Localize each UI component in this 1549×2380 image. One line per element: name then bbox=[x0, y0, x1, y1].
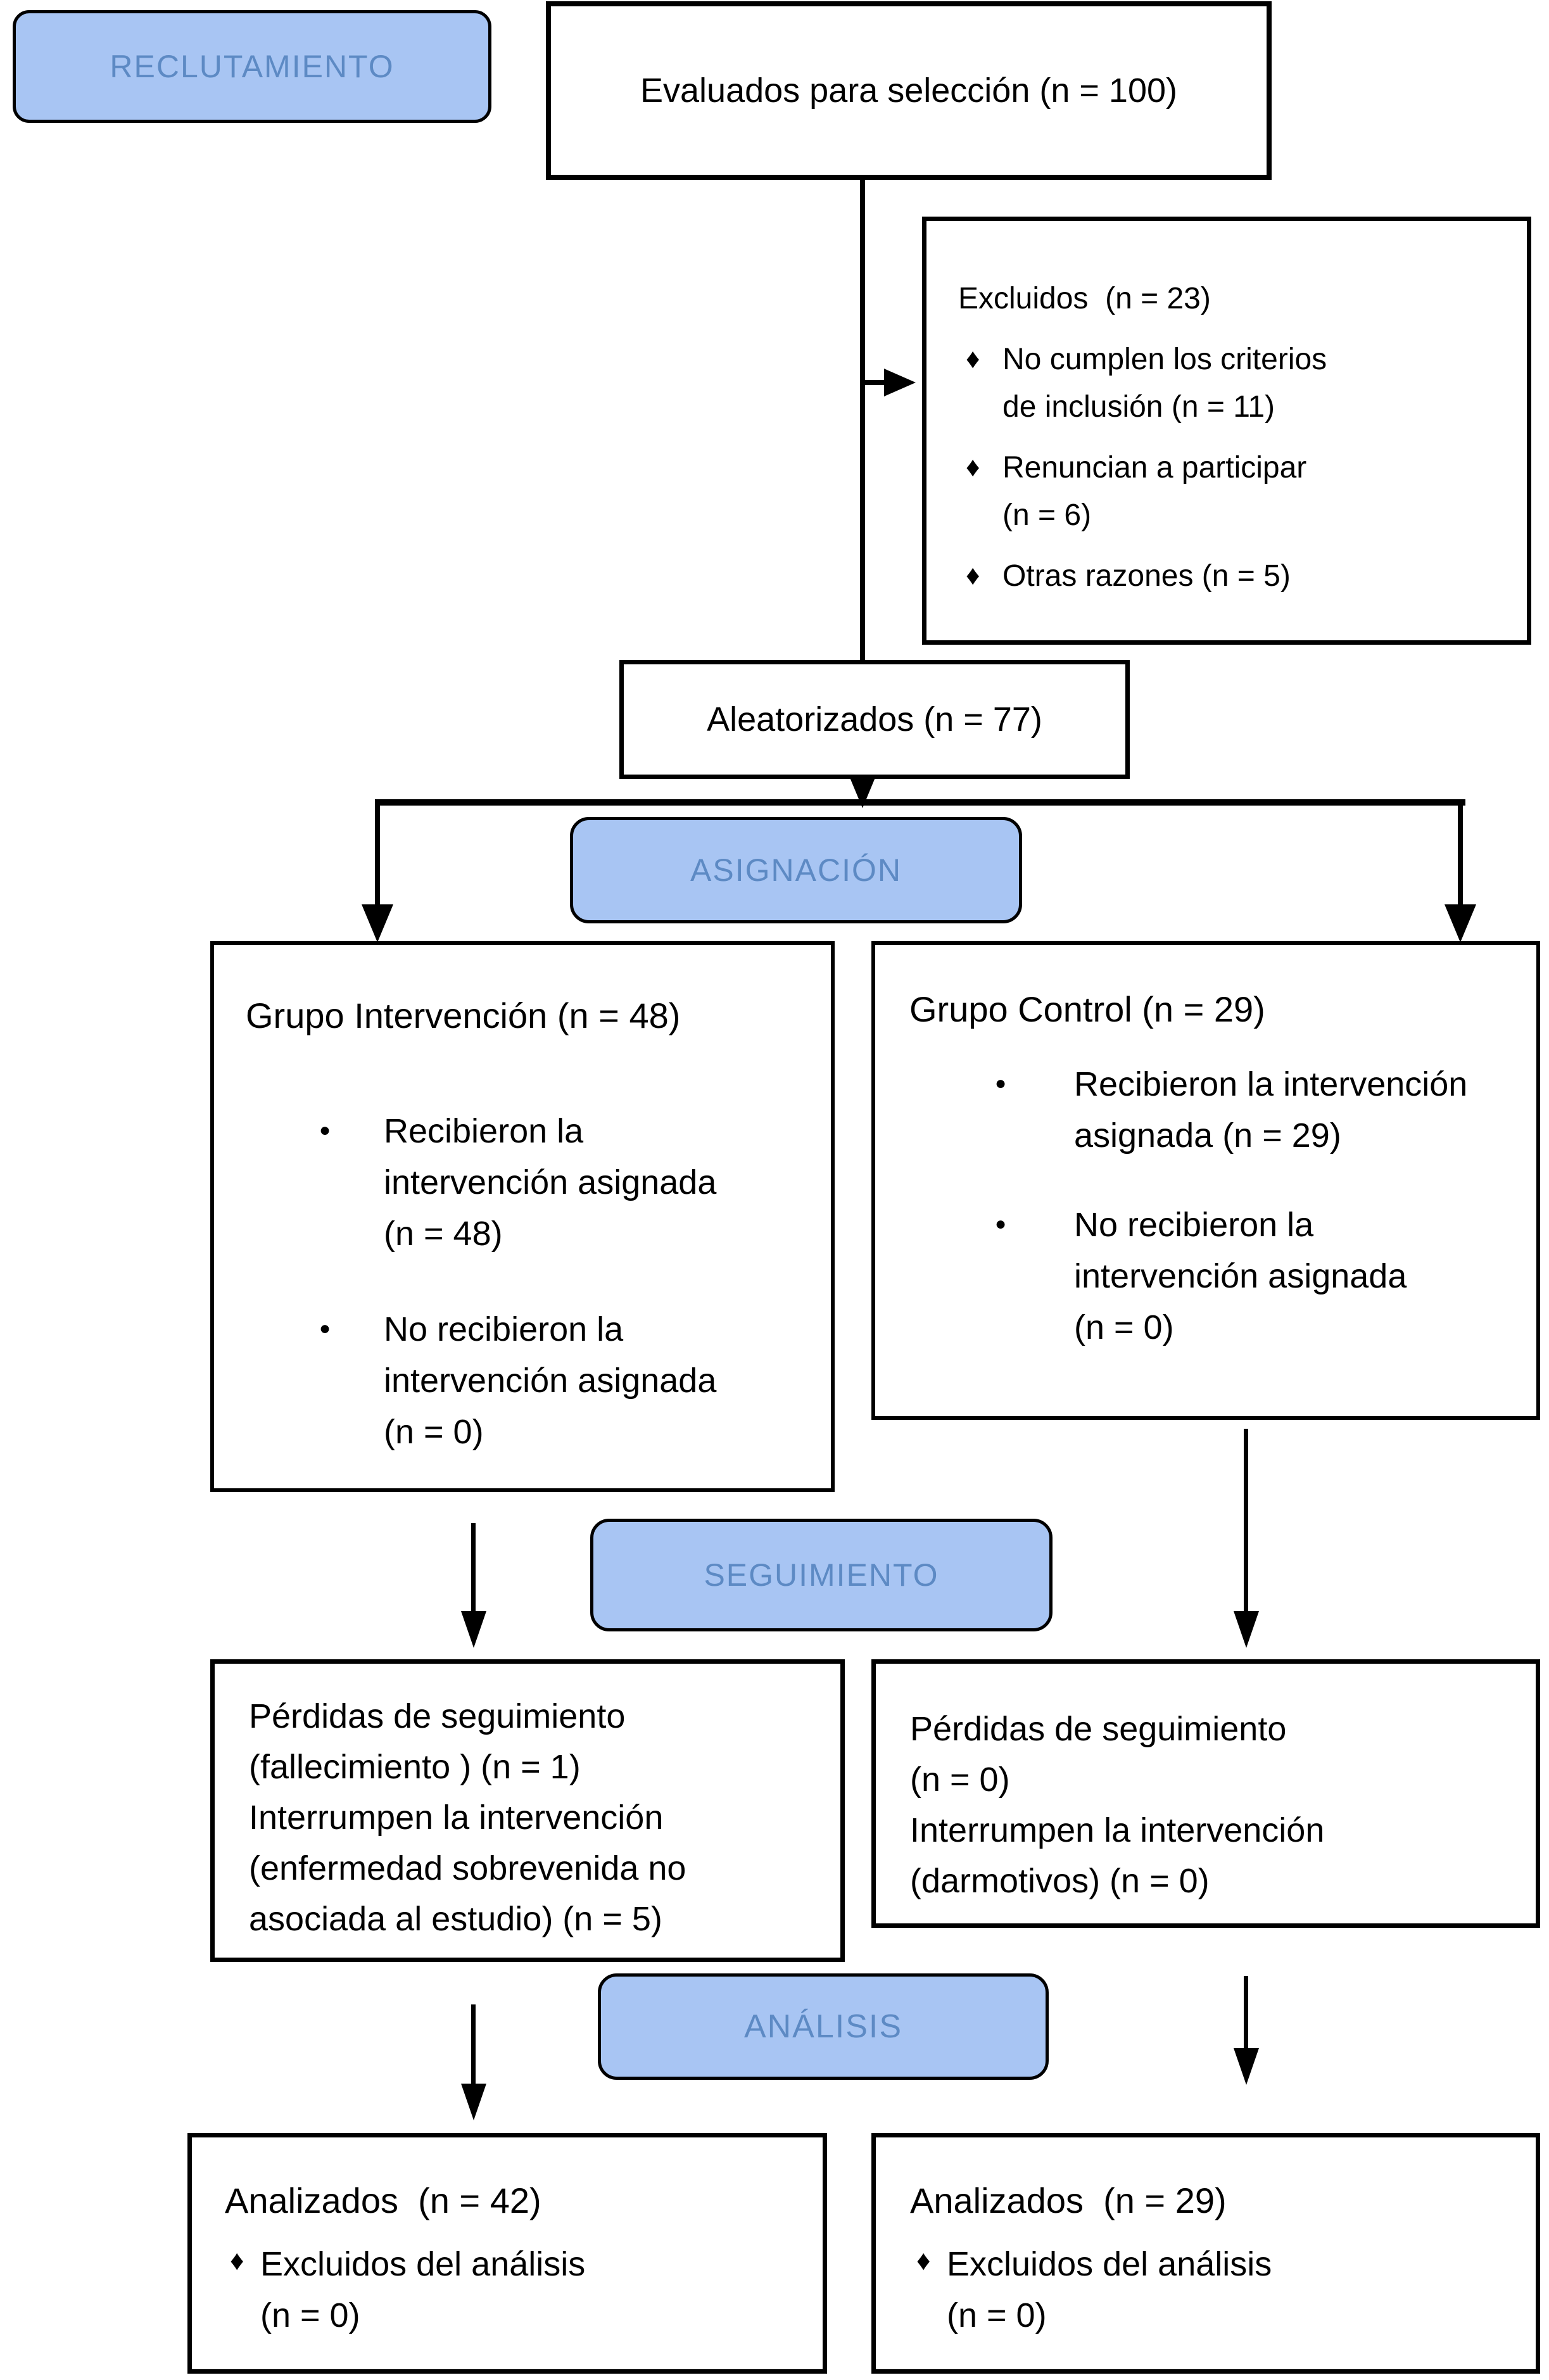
node-analyzed-control: Analizados (n = 29) ♦ Excluidos del análi… bbox=[871, 2133, 1540, 2374]
connector-branch-left-drop bbox=[375, 799, 380, 907]
arrowhead-analysis-left-icon bbox=[461, 2084, 486, 2120]
connector-followup-to-analysis-right bbox=[1244, 1976, 1248, 2049]
diamond-bullet-icon: ♦ bbox=[966, 343, 980, 375]
node-randomized-text: Aleatorizados (n = 77) bbox=[707, 700, 1042, 738]
list-item-text: Excluidos del análisis (n = 0) bbox=[260, 2245, 586, 2334]
stage-label-recruitment: RECLUTAMIENTO bbox=[13, 10, 491, 123]
node-excluded: Excluidos (n = 23) ♦ No cumplen los crite… bbox=[922, 217, 1531, 645]
node-followup-intervention-text: Pérdidas de seguimiento (fallecimiento )… bbox=[249, 1697, 686, 1938]
arrowhead-to-control-icon bbox=[1445, 904, 1476, 942]
control-items-list: ● Recibieron la intervención asignada (n … bbox=[909, 1059, 1517, 1353]
stage-label-analysis: ANÁLISIS bbox=[598, 1973, 1049, 2080]
node-assessed-text: Evaluados para selección (n = 100) bbox=[640, 71, 1178, 110]
node-control-group: Grupo Control (n = 29) ● Recibieron la in… bbox=[871, 941, 1540, 1420]
dot-bullet-icon: ● bbox=[995, 1073, 1007, 1094]
connector-branch-right-drop bbox=[1458, 799, 1463, 907]
node-randomized: Aleatorizados (n = 77) bbox=[619, 660, 1130, 779]
stage-label-followup: SEGUIMIENTO bbox=[590, 1519, 1053, 1631]
list-item: ♦ Otras razones (n = 5) bbox=[958, 553, 1504, 600]
list-item-text: Renuncian a participar (n = 6) bbox=[1002, 451, 1307, 532]
diamond-bullet-icon: ♦ bbox=[230, 2245, 244, 2276]
arrowhead-to-excluded-icon bbox=[884, 369, 916, 396]
stage-label-followup-text: SEGUIMIENTO bbox=[704, 1557, 939, 1593]
arrowhead-to-intervention-icon bbox=[362, 904, 393, 942]
node-analyzed-control-title: Analizados (n = 29) bbox=[910, 2181, 1227, 2220]
node-control-title: Grupo Control (n = 29) bbox=[909, 989, 1265, 1029]
node-intervention-title: Grupo Intervención (n = 48) bbox=[246, 996, 681, 1035]
list-item: ♦ Excluidos del análisis (n = 0) bbox=[225, 2239, 804, 2341]
connector-branch-line bbox=[375, 799, 1465, 806]
list-item: ♦ No cumplen los criterios de inclusión (… bbox=[958, 336, 1504, 431]
node-intervention-group: Grupo Intervención (n = 48) ● Recibieron … bbox=[210, 941, 835, 1492]
intervention-items-list: ● Recibieron la intervención asignada (n … bbox=[246, 1106, 812, 1458]
connector-excluded-elbow bbox=[863, 380, 885, 385]
list-item: ♦ Excluidos del análisis (n = 0) bbox=[910, 2239, 1517, 2341]
connector-followup-to-analysis-left bbox=[471, 2004, 476, 2084]
list-item: ● Recibieron la intervención asignada (n … bbox=[246, 1106, 812, 1260]
arrowhead-followup-right-icon bbox=[1234, 1611, 1259, 1648]
diamond-bullet-icon: ♦ bbox=[916, 2245, 931, 2276]
list-item-text: Recibieron la intervención asignada (n =… bbox=[384, 1112, 717, 1253]
dot-bullet-icon: ● bbox=[995, 1213, 1007, 1234]
analyzed-intervention-list: ♦ Excluidos del análisis (n = 0) bbox=[225, 2239, 804, 2341]
list-item-text: No recibieron la intervención asignada (… bbox=[384, 1310, 717, 1451]
node-followup-control-text: Pérdidas de seguimiento (n = 0) Interrum… bbox=[910, 1710, 1325, 1900]
connector-intervention-to-followup bbox=[471, 1523, 476, 1613]
list-item-text: Recibieron la intervención asignada (n =… bbox=[1074, 1065, 1468, 1155]
list-item: ● Recibieron la intervención asignada (n … bbox=[909, 1059, 1517, 1162]
list-item: ● No recibieron la intervención asignada … bbox=[246, 1304, 812, 1458]
list-item: ♦ Renuncian a participar (n = 6) bbox=[958, 445, 1504, 539]
node-assessed: Evaluados para selección (n = 100) bbox=[546, 1, 1272, 180]
list-item-text: No cumplen los criterios de inclusión (n… bbox=[1002, 343, 1327, 424]
arrowhead-followup-left-icon bbox=[461, 1611, 486, 1648]
node-analyzed-intervention: Analizados (n = 42) ♦ Excluidos del análi… bbox=[187, 2133, 827, 2374]
excluded-reasons-list: ♦ No cumplen los criterios de inclusión (… bbox=[958, 336, 1504, 600]
connector-assessed-to-randomized bbox=[860, 180, 865, 661]
list-item-text: Excluidos del análisis (n = 0) bbox=[947, 2245, 1272, 2334]
arrowhead-analysis-right-icon bbox=[1234, 2048, 1259, 2085]
connector-control-to-followup bbox=[1244, 1429, 1248, 1613]
stage-label-recruitment-text: RECLUTAMIENTO bbox=[110, 49, 395, 84]
stage-label-analysis-text: ANÁLISIS bbox=[743, 2008, 903, 2045]
node-excluded-title: Excluidos (n = 23) bbox=[958, 282, 1211, 315]
diamond-bullet-icon: ♦ bbox=[966, 559, 980, 591]
node-followup-intervention: Pérdidas de seguimiento (fallecimiento )… bbox=[210, 1659, 845, 1962]
list-item: ● No recibieron la intervención asignada … bbox=[909, 1199, 1517, 1353]
node-followup-control: Pérdidas de seguimiento (n = 0) Interrum… bbox=[871, 1659, 1540, 1928]
dot-bullet-icon: ● bbox=[319, 1318, 331, 1339]
stage-label-allocation-text: ASIGNACIÓN bbox=[690, 852, 902, 888]
list-item-text: Otras razones (n = 5) bbox=[1002, 559, 1291, 593]
analyzed-control-list: ♦ Excluidos del análisis (n = 0) bbox=[910, 2239, 1517, 2341]
stage-label-allocation: ASIGNACIÓN bbox=[570, 817, 1022, 923]
diamond-bullet-icon: ♦ bbox=[966, 452, 980, 483]
dot-bullet-icon: ● bbox=[319, 1120, 331, 1141]
node-analyzed-intervention-title: Analizados (n = 42) bbox=[225, 2181, 541, 2220]
list-item-text: No recibieron la intervención asignada (… bbox=[1074, 1206, 1407, 1346]
